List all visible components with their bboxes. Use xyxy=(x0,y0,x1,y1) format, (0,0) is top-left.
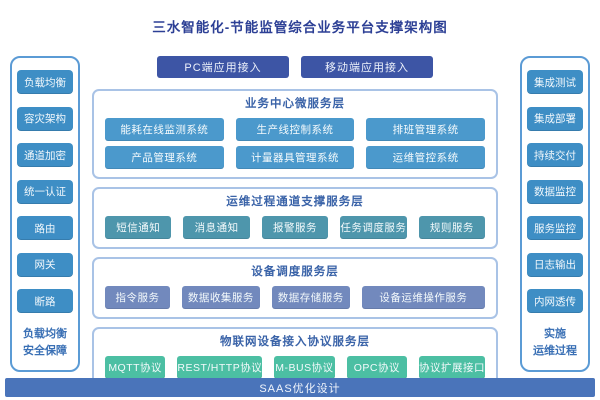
service-button[interactable]: 计量器具管理系统 xyxy=(235,146,355,169)
right-panel-label-line-0: 实施 xyxy=(544,327,566,340)
section-3-title: 物联网设备接入协议服务层 xyxy=(220,336,370,348)
mobile-access-button[interactable]: 移动端应用接入 xyxy=(301,56,433,78)
right-panel-item-5[interactable]: 日志输出 xyxy=(527,252,583,277)
left-panel-label: 负载均衡安全保障 xyxy=(23,326,67,360)
service-button[interactable]: 报警服务 xyxy=(261,216,329,239)
service-button[interactable]: 规则服务 xyxy=(418,216,486,239)
left-panel: 负载均衡容灾架构通道加密统一认证路由网关断路负载均衡安全保障 xyxy=(10,56,80,372)
right-panel-item-1[interactable]: 集成部署 xyxy=(527,106,583,131)
section-3: 物联网设备接入协议服务层 MQTT协议 REST/HTTP协议 M-BUS协议 OPC协… xyxy=(92,327,498,389)
section-2-row-0: 指令服务数据收集服务数据存储服务设备运维操作服务 xyxy=(102,286,488,309)
left-panel-item-3[interactable]: 统一认证 xyxy=(17,179,73,204)
section-3-row-0: MQTT协议 REST/HTTP协议 M-BUS协议 OPC协议协议扩展接口 xyxy=(102,356,488,379)
left-panel-label-line-0: 负载均衡 xyxy=(23,327,67,340)
service-button[interactable]: 数据收集服务 xyxy=(181,286,260,309)
right-panel-item-6[interactable]: 内网透传 xyxy=(527,289,583,314)
service-button[interactable]: MQTT协议 xyxy=(105,356,166,379)
section-0: 业务中心微服务层能耗在线监测系统生产线控制系统排班管理系统产品管理系统计量器具管… xyxy=(92,89,498,179)
right-panel: 集成测试集成部署持续交付数据监控服务监控日志输出内网透传实施运维过程 xyxy=(520,56,590,372)
right-panel-item-3[interactable]: 数据监控 xyxy=(527,179,583,204)
service-button[interactable]: 消息通知 xyxy=(183,216,250,239)
service-button[interactable]: 协议扩展接口 xyxy=(419,356,486,379)
right-panel-item-2[interactable]: 持续交付 xyxy=(527,143,583,168)
right-panel-item-4[interactable]: 服务监控 xyxy=(527,216,583,241)
left-panel-item-4[interactable]: 路由 xyxy=(17,216,73,241)
service-button[interactable]: REST/HTTP协议 xyxy=(177,356,263,379)
service-button[interactable]: 设备运维操作服务 xyxy=(361,286,486,309)
pc-access-button[interactable]: PC端应用接入 xyxy=(157,56,289,78)
section-1: 运维过程通道支撑服务层短信通知消息通知报警服务任务调度服务规则服务 xyxy=(92,187,498,249)
service-button[interactable]: OPC协议 xyxy=(346,356,408,379)
saas-footer-bar[interactable]: SAAS优化设计 xyxy=(5,378,595,397)
section-0-row-1: 产品管理系统计量器具管理系统运维管控系统 xyxy=(102,146,488,169)
left-panel-label-line-1: 安全保障 xyxy=(23,344,67,357)
section-0-row-0: 能耗在线监测系统生产线控制系统排班管理系统 xyxy=(102,118,488,141)
service-button[interactable]: 生产线控制系统 xyxy=(235,118,355,141)
service-button[interactable]: 短信通知 xyxy=(105,216,172,239)
app-access-row: PC端应用接入移动端应用接入 xyxy=(92,56,498,78)
page-title: 三水智能化-节能监管综合业务平台支撑架构图 xyxy=(152,20,448,35)
section-1-title: 运维过程通道支撑服务层 xyxy=(226,196,364,208)
section-2-title: 设备调度服务层 xyxy=(251,266,339,278)
left-panel-item-6[interactable]: 断路 xyxy=(17,289,73,314)
service-button[interactable]: 指令服务 xyxy=(105,286,170,309)
left-panel-item-5[interactable]: 网关 xyxy=(17,252,73,277)
service-button[interactable]: 能耗在线监测系统 xyxy=(105,118,224,141)
left-panel-item-1[interactable]: 容灾架构 xyxy=(17,106,73,131)
left-panel-item-0[interactable]: 负载均衡 xyxy=(17,70,73,94)
section-1-row-0: 短信通知消息通知报警服务任务调度服务规则服务 xyxy=(102,216,488,239)
right-panel-label-line-1: 运维过程 xyxy=(533,344,577,357)
service-button[interactable]: M-BUS协议 xyxy=(274,356,335,379)
service-layers: 业务中心微服务层能耗在线监测系统生产线控制系统排班管理系统产品管理系统计量器具管… xyxy=(92,89,498,389)
service-button[interactable]: 数据存储服务 xyxy=(271,286,350,309)
section-2: 设备调度服务层指令服务数据收集服务数据存储服务设备运维操作服务 xyxy=(92,257,498,319)
left-panel-item-2[interactable]: 通道加密 xyxy=(17,143,73,168)
service-button[interactable]: 任务调度服务 xyxy=(340,216,407,239)
service-button[interactable]: 运维管控系统 xyxy=(366,146,486,169)
right-panel-label: 实施运维过程 xyxy=(533,326,577,360)
section-0-title: 业务中心微服务层 xyxy=(245,98,345,110)
service-button[interactable]: 排班管理系统 xyxy=(366,118,486,141)
right-panel-item-0[interactable]: 集成测试 xyxy=(527,70,583,94)
service-button[interactable]: 产品管理系统 xyxy=(105,146,224,169)
center-column: PC端应用接入移动端应用接入 业务中心微服务层能耗在线监测系统生产线控制系统排班… xyxy=(92,56,498,389)
